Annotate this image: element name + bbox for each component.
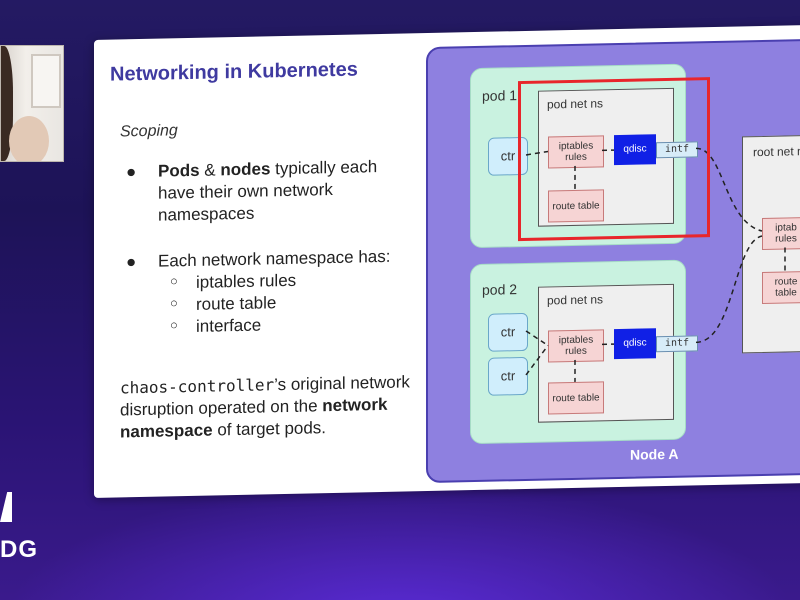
highlight-rectangle [518, 77, 710, 242]
background-glow [0, 480, 800, 600]
diagram-wires [525, 147, 786, 382]
node-a-label: Node A [630, 445, 679, 463]
webcam-person [9, 116, 49, 161]
wire-p2-ctr2-ipt [525, 345, 549, 376]
brand-logo-text: DG [0, 536, 38, 563]
webcam-window [31, 54, 61, 108]
wire-p2-ctr1-ipt [525, 330, 549, 347]
presentation-slide: Networking in Kubernetes Scoping ● Pods … [94, 24, 800, 498]
wire-p2-root [695, 235, 763, 344]
webcam-video [0, 45, 64, 162]
wire-ctr1-iptables [525, 150, 549, 156]
